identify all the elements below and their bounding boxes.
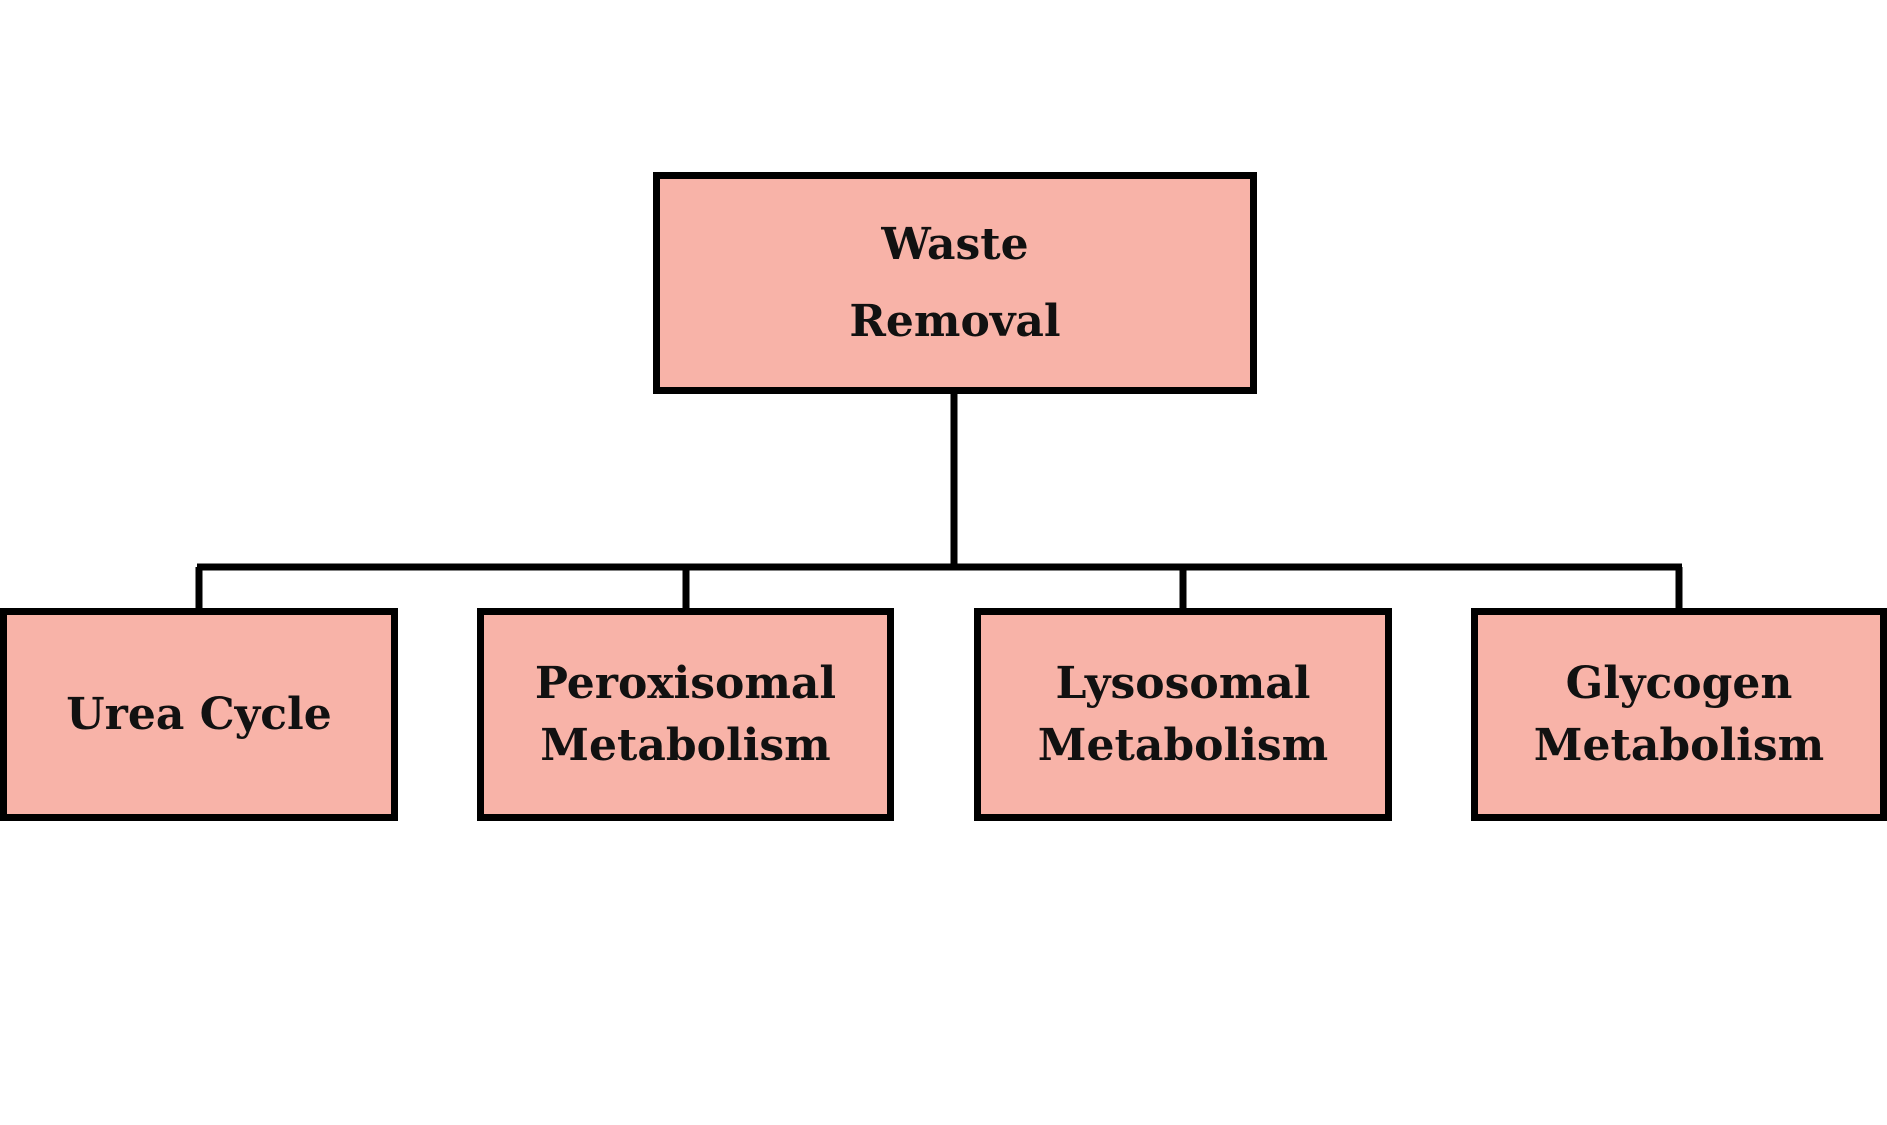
child-node-urea-cycle: Urea Cycle [0, 608, 398, 821]
child-node-label: Lysosomal Metabolism [1037, 657, 1329, 771]
root-node-waste-removal: Waste Removal [653, 172, 1257, 394]
root-node-label: Waste Removal [849, 219, 1061, 347]
child-node-glycogen-metabolism: Glycogen Metabolism [1471, 608, 1887, 821]
child-node-label: Peroxisomal Metabolism [534, 657, 837, 771]
child-node-peroxisomal-metabolism: Peroxisomal Metabolism [477, 608, 894, 821]
child-node-lysosomal-metabolism: Lysosomal Metabolism [974, 608, 1392, 821]
child-node-label: Glycogen Metabolism [1533, 657, 1825, 771]
child-node-label: Urea Cycle [66, 688, 332, 740]
